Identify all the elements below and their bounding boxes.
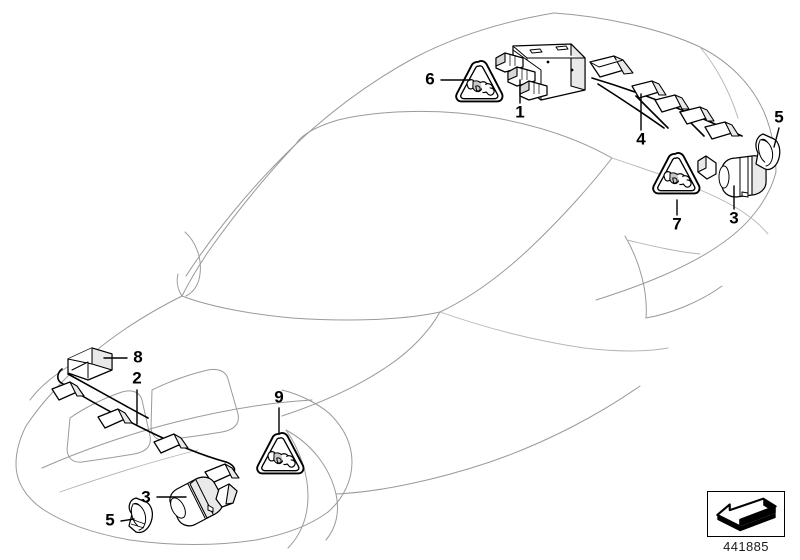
harness-connector	[589, 55, 634, 78]
leader-5-front	[120, 518, 135, 522]
ultrasonic-sensor-rear	[697, 155, 767, 198]
callout-label-3-front: 3	[141, 487, 150, 506]
callout-label-5-rear: 5	[774, 107, 783, 126]
callout-label-4: 4	[636, 129, 646, 148]
callout-label-3-rear: 3	[729, 208, 738, 227]
harness-connector	[153, 433, 189, 454]
leader-lines	[103, 79, 780, 522]
harness-connector	[654, 94, 690, 113]
harness-connector	[51, 381, 85, 401]
callout-label-9: 9	[274, 387, 283, 406]
3d-arrow-icon	[707, 491, 785, 537]
pdc-control-unit	[495, 43, 586, 101]
sensor-ring-front	[128, 497, 153, 534]
front-connector-plug	[67, 347, 113, 381]
warning-triangle-7	[652, 152, 701, 195]
harness-connector	[704, 121, 740, 140]
warning-triangle-9	[256, 432, 305, 475]
callout-label-1: 1	[515, 102, 524, 121]
callout-label-7: 7	[672, 214, 681, 233]
leader-5-rear	[773, 127, 780, 148]
front-wiring-harness	[51, 368, 240, 484]
harness-connector	[631, 80, 667, 99]
callout-labels: 1 2 3 3 4 5 5 6 7 8 9	[105, 69, 783, 529]
diagram-id-number: 441885	[723, 539, 769, 554]
ultrasonic-sensor-front	[169, 476, 238, 527]
sensor-ring-rear	[755, 133, 781, 171]
callout-label-8: 8	[133, 347, 142, 366]
callout-label-2: 2	[132, 368, 141, 387]
rear-wiring-harness	[589, 55, 743, 140]
harness-connector	[97, 408, 133, 429]
diagram-id-block: 441885	[702, 491, 790, 554]
warning-triangle-6	[455, 60, 504, 103]
callout-label-5-front: 5	[105, 510, 114, 529]
callout-label-6: 6	[425, 69, 434, 88]
harness-connector	[679, 106, 715, 125]
